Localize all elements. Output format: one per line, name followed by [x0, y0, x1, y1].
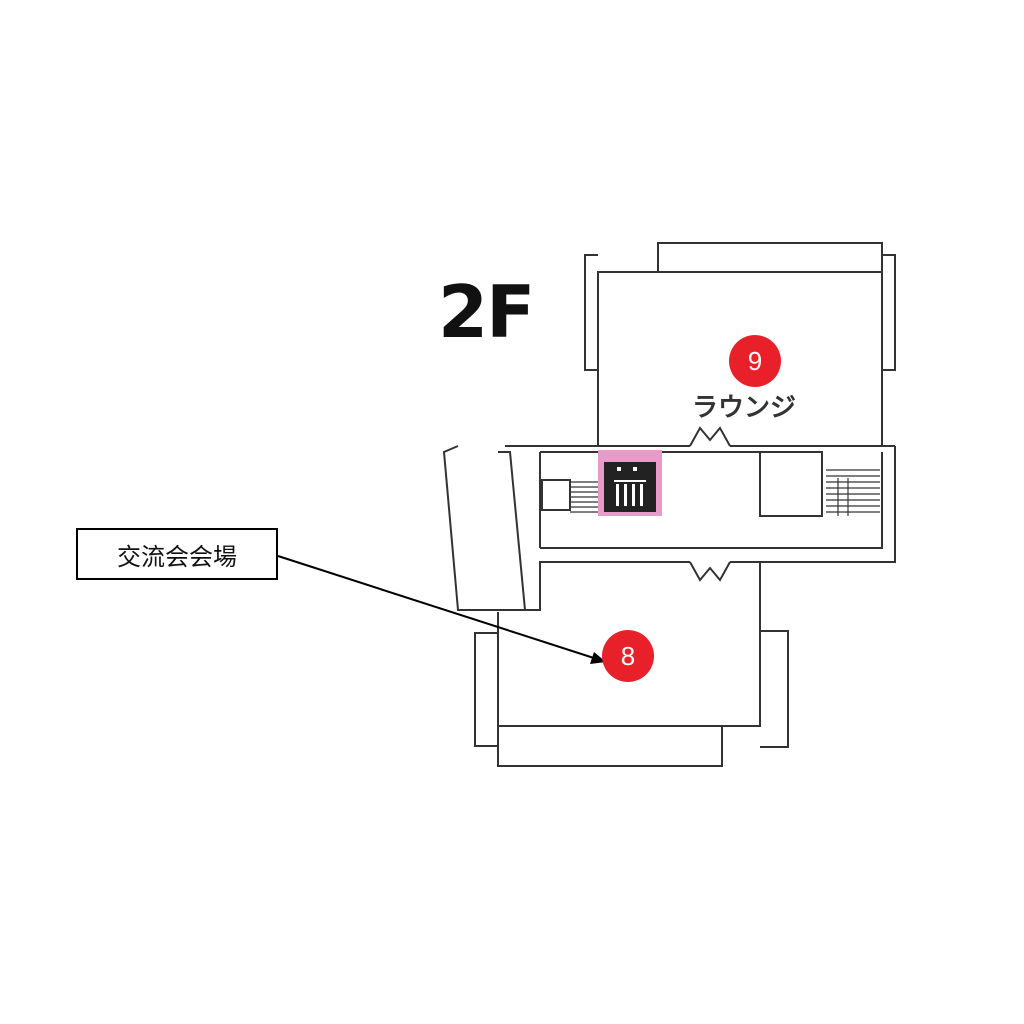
stairs-right [826, 469, 880, 516]
floor-label: 2F [438, 270, 535, 354]
room-number: 9 [747, 345, 763, 376]
exchange-room-wall [497, 612, 761, 727]
upper-left-bay [584, 254, 598, 371]
core-box [759, 451, 823, 517]
lounge-room-wall [597, 271, 883, 446]
callout-text: 交流会会場 [117, 542, 237, 571]
room-marker-9[interactable]: 9 [729, 335, 781, 387]
west-wing [442, 445, 690, 611]
callout-exchange-venue: 交流会会場 [76, 528, 278, 580]
upper-right-bay [883, 254, 896, 371]
room-label-lounge: ラウンジ [692, 393, 797, 423]
stairs-left [570, 481, 598, 513]
elevator-icon [598, 450, 662, 516]
lower-door [689, 561, 731, 582]
left-stair-box [541, 479, 571, 511]
upper-top-bay [657, 242, 883, 272]
callout-arrow [277, 555, 606, 664]
room-marker-8[interactable]: 8 [602, 630, 654, 682]
room-number: 8 [620, 640, 636, 671]
lounge-door [689, 426, 731, 447]
